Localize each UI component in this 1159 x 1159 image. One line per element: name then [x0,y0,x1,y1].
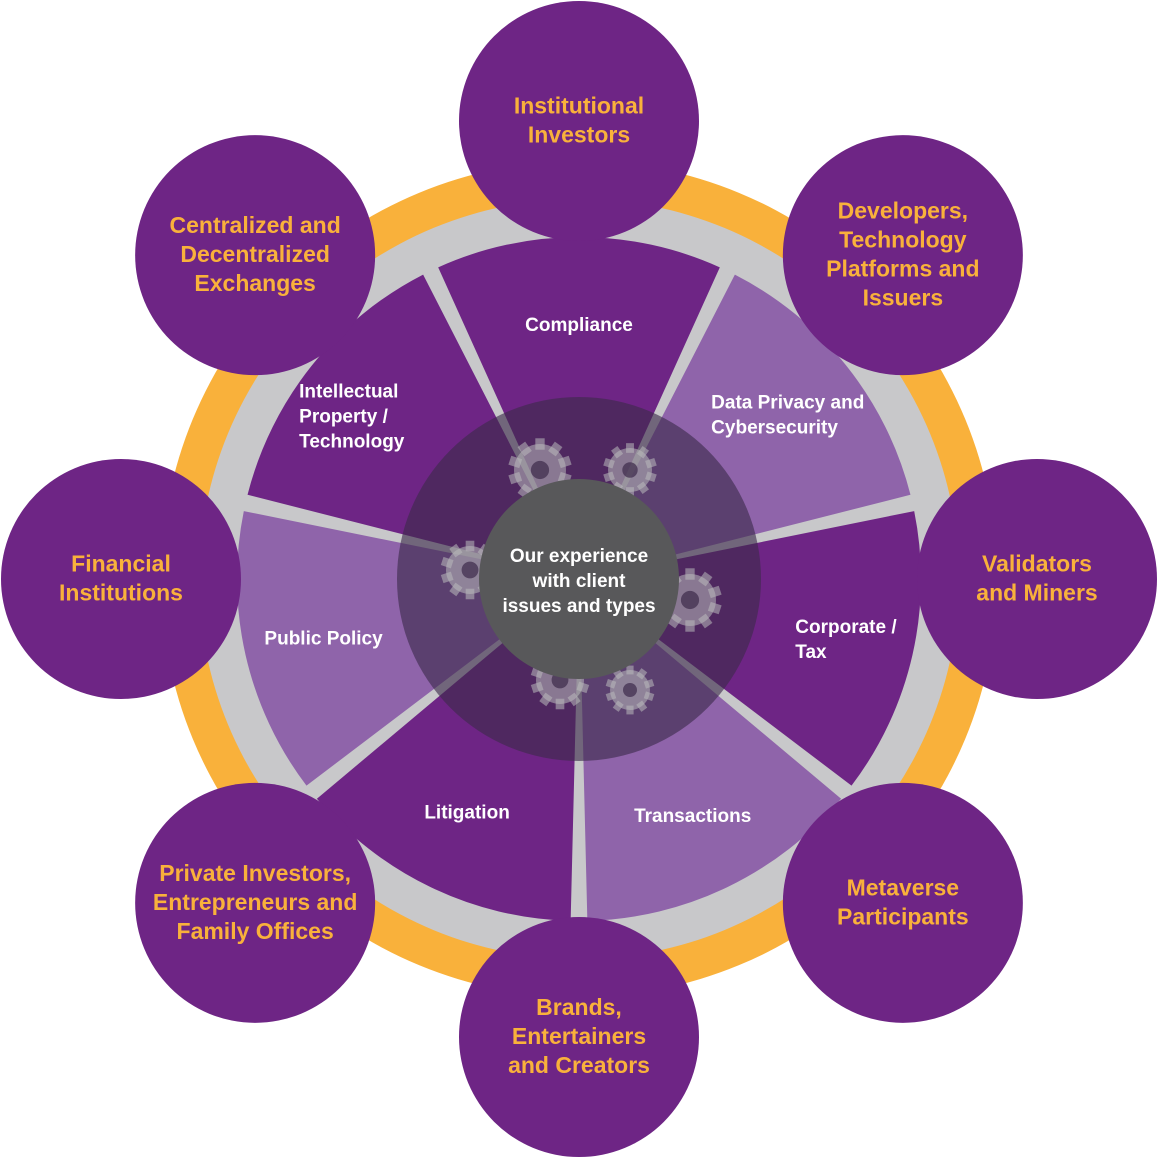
client-label-exchanges-line: Centralized and [170,212,341,238]
client-label-brands: Brands, Entertainers and Creators [508,994,650,1078]
issue-label-ip-technology-line: Intellectual [299,382,398,403]
gear-icon [605,665,655,715]
issue-label-corporate-tax-line: Tax [795,642,827,663]
client-circle-exchanges [135,135,376,376]
client-label-metaverse-line: Metaverse [847,874,960,900]
issue-label-public-policy-line: Public Policy [264,628,383,649]
client-label-validators-miners-line: and Miners [976,580,1097,606]
sector-compliance [438,237,720,516]
issue-label-litigation-line: Litigation [424,802,509,823]
center-label-line: with client [532,571,627,592]
client-label-private-investors-line: Family Offices [177,918,334,944]
issue-label-transactions: Transactions [634,806,751,827]
client-label-developers-line: Issuers [863,285,944,311]
issue-label-compliance: Compliance [525,315,633,336]
client-label-exchanges-line: Decentralized [180,241,330,267]
client-label-validators-miners: Validators and Miners [976,551,1097,606]
client-label-financial-institutions-line: Institutions [59,580,183,606]
client-label-metaverse-line: Participants [837,903,969,929]
issue-label-data-privacy-line: Cybersecurity [711,417,838,438]
issue-label-public-policy: Public Policy [264,628,383,649]
client-circle-metaverse [782,782,1023,1023]
client-label-private-investors-line: Private Investors, [159,860,351,886]
client-circle-institutional-investors [459,1,699,241]
client-label-private-investors-line: Entrepreneurs and [153,889,358,915]
client-circle-developers [782,135,1023,376]
client-label-institutional-investors-line: Institutional [514,93,644,119]
issue-label-transactions-line: Transactions [634,806,751,827]
client-circle-brands [459,917,699,1157]
issue-label-corporate-tax: Corporate / Tax [795,617,897,663]
issue-label-data-privacy-line: Data Privacy and [711,392,864,413]
issue-label-ip-technology-line: Property / [299,407,388,428]
client-label-brands-line: Entertainers [512,1023,646,1049]
client-circle-validators-miners [917,459,1157,699]
client-label-brands-line: and Creators [508,1052,650,1078]
client-label-developers-line: Developers, [838,198,968,224]
center-circle [479,479,679,679]
issue-label-litigation: Litigation [424,802,509,823]
client-circle-financial-institutions [1,459,241,699]
client-label-brands-line: Brands, [536,994,622,1020]
client-label-developers-line: Platforms and [826,256,979,282]
hub: Our experience with client issues and type… [397,397,761,761]
center-label: Our experience with client issues and type… [502,546,655,617]
center-label-line: issues and types [502,596,655,617]
issue-label-ip-technology-line: Technology [299,432,405,453]
client-label-developers-line: Technology [839,227,967,253]
client-label-validators-miners-line: Validators [982,551,1092,577]
client-circle-private-investors [135,782,376,1023]
issue-label-corporate-tax-line: Corporate / [795,617,897,638]
gear-icon [603,443,657,497]
client-label-institutional-investors-line: Investors [528,122,630,148]
client-label-financial-institutions-line: Financial [71,551,171,577]
client-label-exchanges-line: Exchanges [194,270,315,296]
issue-label-compliance-line: Compliance [525,315,633,336]
center-label-line: Our experience [510,546,648,567]
